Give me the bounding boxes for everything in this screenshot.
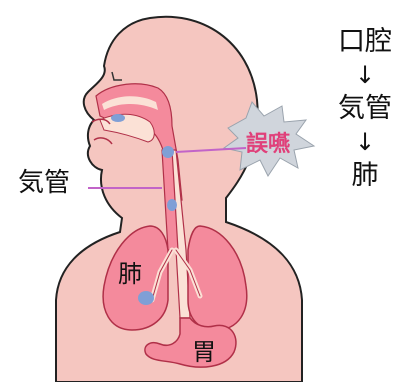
bolus-larynx — [162, 146, 174, 158]
label-aspiration: 誤嚥 — [246, 134, 290, 156]
flow-step-trachea: 気管 — [330, 95, 400, 122]
label-trachea: 気管 — [18, 170, 70, 196]
flow-sequence: 口腔 ↓ 気管 ↓ 肺 — [330, 28, 400, 189]
bolus-lung — [138, 291, 154, 305]
label-stomach: 胃 — [192, 340, 216, 364]
bolus-mouth — [111, 114, 125, 122]
down-arrow-icon: ↓ — [330, 63, 400, 87]
label-lung: 肺 — [118, 262, 142, 286]
bolus-trachea — [167, 199, 177, 211]
down-arrow-icon: ↓ — [330, 130, 400, 154]
flow-step-oral-cavity: 口腔 — [330, 28, 400, 55]
flow-step-lung: 肺 — [330, 162, 400, 189]
